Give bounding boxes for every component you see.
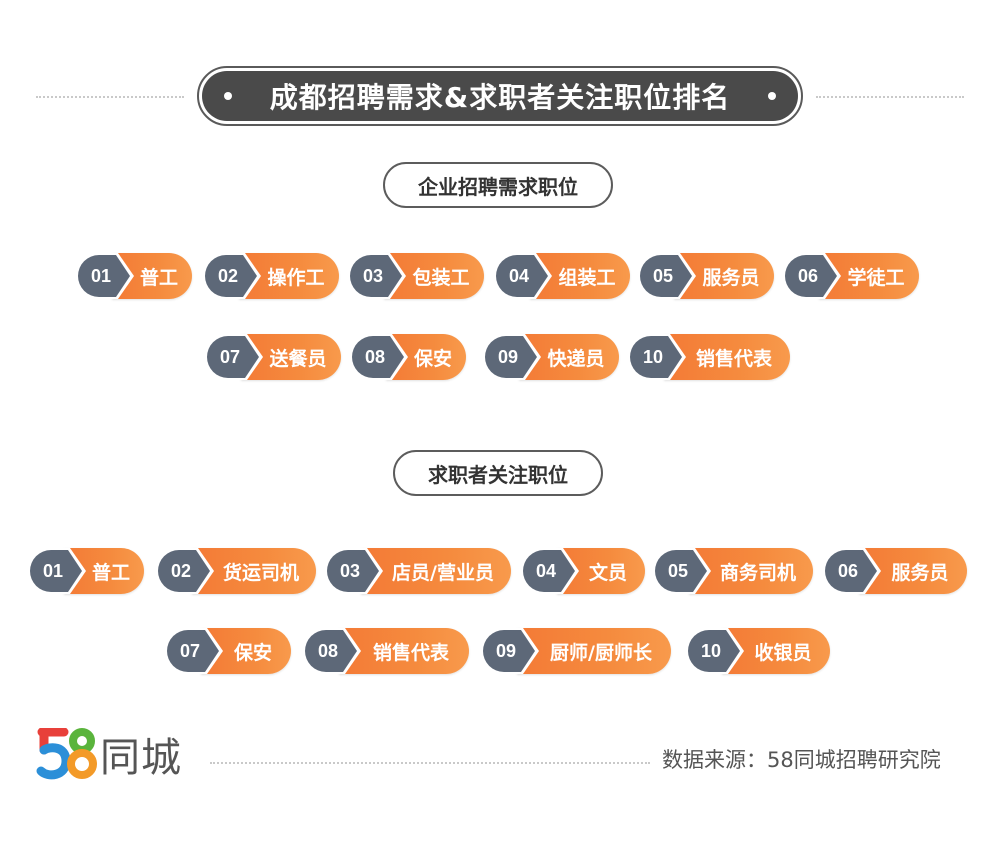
rank-chip: 销售代表 10 [628, 334, 790, 380]
job-label: 普工 [64, 548, 144, 594]
rank-number: 08 [364, 346, 386, 367]
rank-chip: 店员/营业员 03 [325, 548, 511, 594]
rank-number: 06 [797, 265, 819, 286]
rank-chip: 操作工 02 [203, 253, 339, 299]
rank-number: 10 [700, 640, 722, 661]
logo-58-mark-icon [36, 727, 98, 780]
page-title: 成都招聘需求&求职者关注职位排名 [269, 81, 731, 114]
rank-badge-chevron-icon [823, 548, 881, 594]
rank-number: 07 [179, 640, 201, 661]
rank-badge-chevron-icon [494, 253, 552, 299]
rank-chip: 组装工 04 [494, 253, 630, 299]
rank-number: 02 [170, 560, 192, 581]
header-divider-left [36, 96, 184, 98]
rank-badge-chevron-icon [638, 253, 696, 299]
rank-chip: 厨师/厨师长 09 [481, 628, 671, 674]
rank-number: 01 [42, 560, 64, 581]
bullet-dot-icon [224, 92, 232, 100]
rank-number: 03 [362, 265, 384, 286]
rank-chip: 保安 07 [165, 628, 291, 674]
rank-number: 10 [642, 346, 664, 367]
rank-badge-chevron-icon [325, 548, 383, 594]
rank-badge-chevron-icon [350, 334, 408, 380]
rank-chip: 保安 08 [350, 334, 466, 380]
rank-number: 03 [339, 560, 361, 581]
rank-chip: 服务员 05 [638, 253, 774, 299]
rank-number: 05 [667, 560, 689, 581]
logo-wordmark: 同城 [100, 735, 182, 781]
jobseeker-rank-row-2: 保安 07 销售代表 08 厨师/厨师长 09 收银员 10 [0, 628, 1000, 674]
rank-badge-chevron-icon [653, 548, 711, 594]
rank-badge-chevron-icon [165, 628, 223, 674]
employer-rank-row-1: 普工 01 操作工 02 包装工 03 组装工 04 服务员 05 学徒工 06 [0, 253, 1000, 299]
rank-chip: 普工 01 [76, 253, 192, 299]
rank-badge-chevron-icon [483, 334, 541, 380]
rank-number: 04 [508, 265, 530, 286]
job-label: 厨师/厨师长 [517, 628, 671, 674]
rank-chip: 服务员 06 [823, 548, 967, 594]
rank-chip: 学徒工 06 [783, 253, 919, 299]
rank-chip: 快递员 09 [483, 334, 619, 380]
rank-chip: 收银员 10 [686, 628, 830, 674]
header-divider-right [816, 96, 964, 98]
rank-number: 09 [497, 346, 519, 367]
data-source-note: 数据来源：58同城招聘研究院 [662, 748, 941, 772]
rank-badge-chevron-icon [156, 548, 214, 594]
rank-badge-chevron-icon [205, 334, 263, 380]
rank-chip: 包装工 03 [348, 253, 484, 299]
rank-badge-chevron-icon [521, 548, 579, 594]
rank-badge-chevron-icon [783, 253, 841, 299]
rank-number: 06 [837, 560, 859, 581]
page-title-banner: 成都招聘需求&求职者关注职位排名 [197, 66, 803, 126]
rank-chip: 销售代表 08 [303, 628, 469, 674]
job-label: 学徒工 [819, 253, 919, 299]
rank-number: 07 [219, 346, 241, 367]
footer-divider [210, 762, 650, 764]
rank-badge-chevron-icon [686, 628, 744, 674]
bullet-dot-icon [767, 92, 776, 100]
rank-number: 08 [317, 640, 339, 661]
rank-badge-chevron-icon [628, 334, 686, 380]
rank-chip: 送餐员 07 [205, 334, 341, 380]
rank-badge-chevron-icon [203, 253, 261, 299]
rank-badge-chevron-icon [28, 548, 86, 594]
rank-badge-chevron-icon [348, 253, 406, 299]
58-tongcheng-logo: 同城 [36, 727, 182, 781]
jobseeker-rank-row-1: 普工 01 货运司机 02 店员/营业员 03 文员 04 商务司机 05 服务… [0, 548, 1000, 594]
rank-number: 02 [217, 265, 239, 286]
rank-number: 01 [90, 265, 112, 286]
rank-chip: 普工 01 [28, 548, 144, 594]
rank-chip: 商务司机 05 [653, 548, 813, 594]
rank-badge-chevron-icon [76, 253, 134, 299]
employer-rank-row-2: 送餐员 07 保安 08 快递员 09 销售代表 10 [0, 334, 1000, 380]
job-label: 店员/营业员 [361, 548, 511, 594]
section-label-employer-demand: 企业招聘需求职位 [383, 162, 613, 208]
rank-badge-chevron-icon [481, 628, 539, 674]
rank-badge-chevron-icon [303, 628, 361, 674]
rank-chip: 货运司机 02 [156, 548, 316, 594]
rank-number: 04 [535, 560, 557, 581]
rank-chip: 文员 04 [521, 548, 645, 594]
rank-number: 09 [495, 640, 517, 661]
rank-number: 05 [652, 265, 674, 286]
job-label: 货运司机 [192, 548, 316, 594]
section-label-jobseeker-interest: 求职者关注职位 [393, 450, 603, 496]
